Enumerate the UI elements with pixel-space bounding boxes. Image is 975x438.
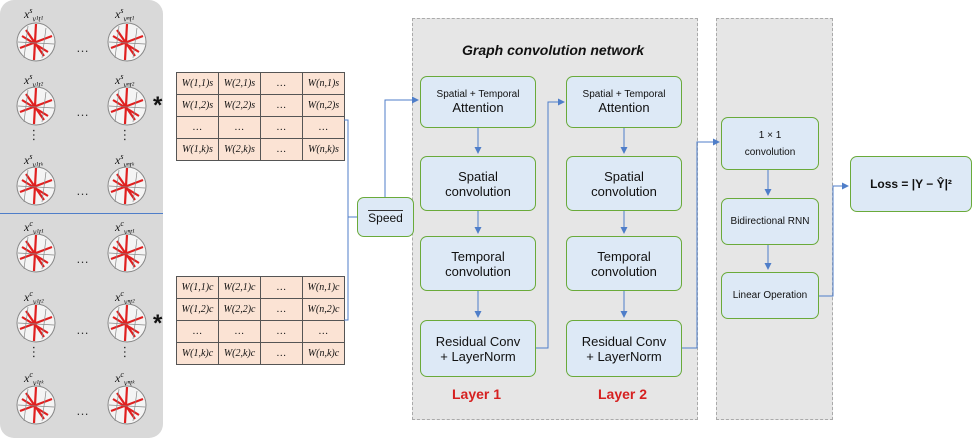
arrow — [344, 217, 349, 321]
multiply-star: * — [153, 92, 163, 119]
matrix-cell: W(n,k)c — [302, 342, 345, 365]
matrix-cell: W(2,k)s — [218, 138, 261, 161]
arrow — [344, 119, 357, 218]
ellipsis: … — [76, 322, 89, 337]
matrix-cell: W(1,k)s — [176, 138, 219, 161]
linear-box: Linear Operation — [721, 272, 819, 319]
ellipsis: … — [76, 40, 89, 55]
x-label: xsvⁿtᵏ — [115, 152, 134, 170]
conv-label: convolution — [591, 263, 657, 279]
x-label: xcv¹t² — [24, 289, 44, 307]
attention-label: Attention — [452, 100, 504, 115]
residual-label: Residual Conv — [581, 333, 667, 349]
temporal-label: Temporal — [451, 248, 505, 264]
vertical-ellipsis: … — [30, 128, 46, 139]
x-label: xsv¹t¹ — [24, 6, 44, 24]
x-label: xsvⁿt² — [115, 72, 135, 90]
x-label: xsvⁿt¹ — [115, 6, 135, 24]
conv-label: convolution — [445, 263, 511, 279]
residual-box-1: Residual Conv + LayerNorm — [420, 320, 536, 377]
layernorm-label: + LayerNorm — [586, 348, 662, 364]
x-label: xsv¹t² — [24, 72, 44, 90]
ellipsis: … — [76, 403, 89, 418]
attention-box-2: Spatial + Temporal Attention — [566, 76, 682, 128]
panel-divider — [0, 213, 163, 214]
arrow — [536, 98, 565, 349]
attention-box-1: Spatial + Temporal Attention — [420, 76, 536, 128]
loss-box: Loss = |Y − Ŷ|² — [850, 156, 972, 212]
attention-small-label: Spatial + Temporal — [582, 89, 666, 100]
spatial-label: Spatial — [604, 168, 644, 184]
input-panel — [0, 0, 163, 438]
multiply-star: * — [153, 310, 163, 337]
spatial-label: Spatial — [458, 168, 498, 184]
spatial-conv-box-2: Spatial convolution — [566, 156, 682, 211]
arrow — [384, 96, 419, 197]
matrix-cell: … — [260, 138, 303, 161]
x-label: xcvⁿt² — [115, 289, 135, 307]
conv-label: convolution — [744, 146, 796, 158]
speed-box: Speed — [357, 197, 414, 237]
arrow — [682, 138, 720, 349]
layernorm-label: + LayerNorm — [440, 348, 516, 364]
residual-box-2: Residual Conv + LayerNorm — [566, 320, 682, 377]
layer-1-label: Layer 1 — [452, 386, 502, 402]
vertical-ellipsis: … — [121, 128, 137, 139]
temporal-conv-box-1: Temporal convolution — [420, 236, 536, 291]
loss-label: Loss = |Y − Ŷ|² — [870, 177, 952, 191]
x-label: xcvⁿt¹ — [115, 219, 135, 237]
linear-label: Linear Operation — [732, 290, 808, 301]
conv-size-label: 1 × 1 — [758, 129, 782, 141]
ellipsis: … — [76, 183, 89, 198]
residual-label: Residual Conv — [435, 333, 521, 349]
conv-label: convolution — [445, 183, 511, 199]
attention-small-label: Spatial + Temporal — [436, 89, 520, 100]
vertical-ellipsis: … — [30, 345, 46, 356]
x-label: xcv¹tᵏ — [24, 370, 44, 388]
conv1x1-box: 1 × 1 convolution — [721, 117, 819, 170]
x-label: xcv¹t¹ — [24, 219, 44, 237]
ellipsis: … — [76, 251, 89, 266]
matrix-cell: W(1,k)c — [176, 342, 219, 365]
conv-label: convolution — [591, 183, 657, 199]
ellipsis: … — [76, 104, 89, 119]
speed-label: Speed — [368, 209, 403, 225]
matrix-cell: W(n,k)s — [302, 138, 345, 161]
x-label: xcvⁿtᵏ — [115, 370, 135, 388]
birnn-box: Bidirectional RNN — [721, 198, 819, 245]
attention-label: Attention — [598, 100, 650, 115]
birnn-label: Bidirectional RNN — [730, 216, 810, 227]
arrow — [819, 182, 849, 297]
vertical-ellipsis: … — [121, 345, 137, 356]
spatial-conv-box-1: Spatial convolution — [420, 156, 536, 211]
temporal-conv-box-2: Temporal convolution — [566, 236, 682, 291]
gcn-title: Graph convolution network — [462, 42, 645, 58]
temporal-label: Temporal — [597, 248, 651, 264]
layer-2-label: Layer 2 — [598, 386, 648, 402]
x-label: xsv¹tᵏ — [24, 152, 43, 170]
